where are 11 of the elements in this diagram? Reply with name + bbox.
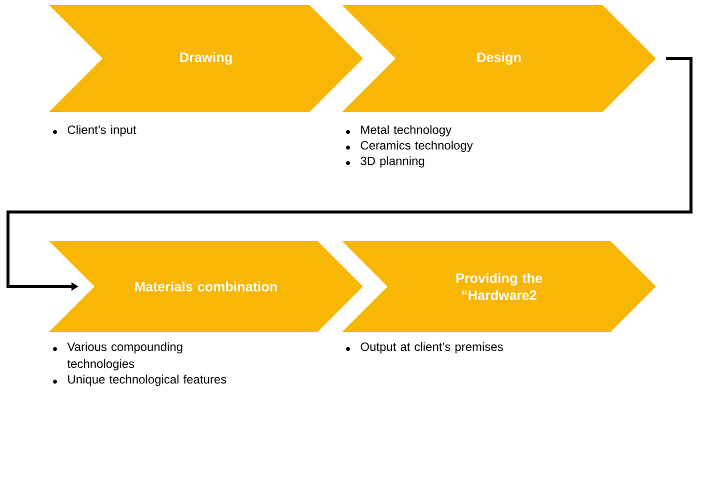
bullet-item: Client’s input <box>53 125 136 136</box>
bullet-item: Ceramics technology <box>346 140 473 152</box>
bullet-item: 3D planning <box>346 156 424 168</box>
bullet-item: Various compounding technologies <box>53 342 182 370</box>
chevron-step: Design <box>342 5 656 112</box>
bullet-item: Unique technological features <box>53 374 226 386</box>
bullet-item: Metal technology <box>346 125 452 136</box>
chevron-step: Materials combination <box>49 241 363 332</box>
chevron-step: Providing the “Hardware2 <box>342 241 656 332</box>
chevron-step: Drawing <box>49 5 363 112</box>
bullet-item: Output at client’s premises <box>346 342 503 354</box>
